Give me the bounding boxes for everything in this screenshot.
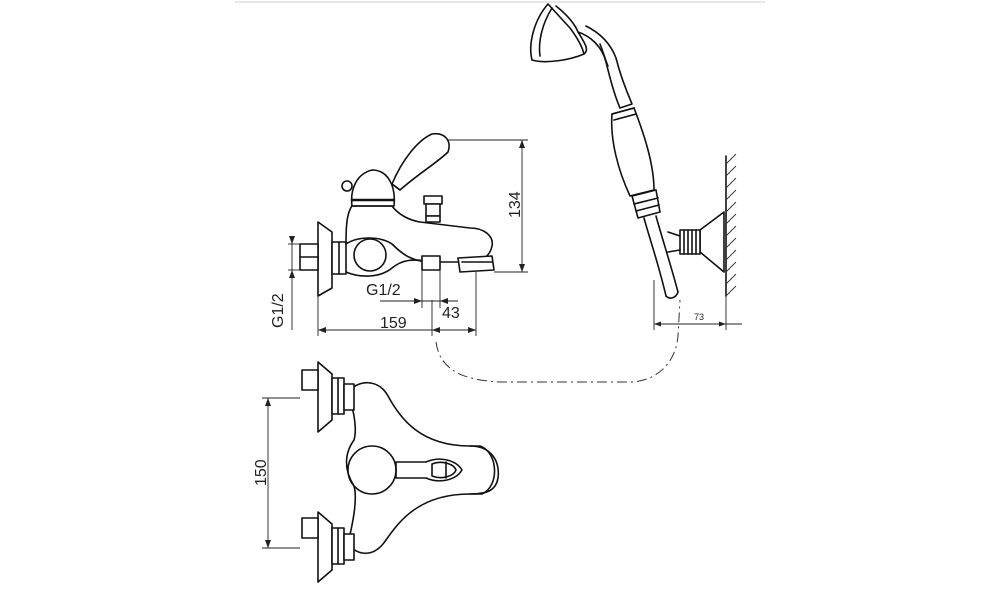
- dim-134: 134: [507, 191, 524, 218]
- dim-73: 73: [694, 312, 704, 322]
- hose-connector-line: [435, 299, 681, 383]
- mixer-side-view: [299, 132, 495, 297]
- mixer-front-view: [301, 361, 500, 583]
- wall-holder: 73: [653, 153, 742, 330]
- dim-159: 159: [380, 315, 407, 332]
- dim-g12-left: G1/2: [270, 293, 287, 328]
- dim-150: 150: [253, 459, 270, 486]
- front-view-dimensions: 150: [253, 397, 300, 549]
- dim-g12-spout: G1/2: [366, 282, 401, 299]
- side-view-dimensions: 134 G1/2 G1/2 159 43: [270, 139, 528, 336]
- wall-hatch: [725, 153, 737, 297]
- dim-43: 43: [442, 305, 460, 322]
- hand-shower: [530, 3, 679, 299]
